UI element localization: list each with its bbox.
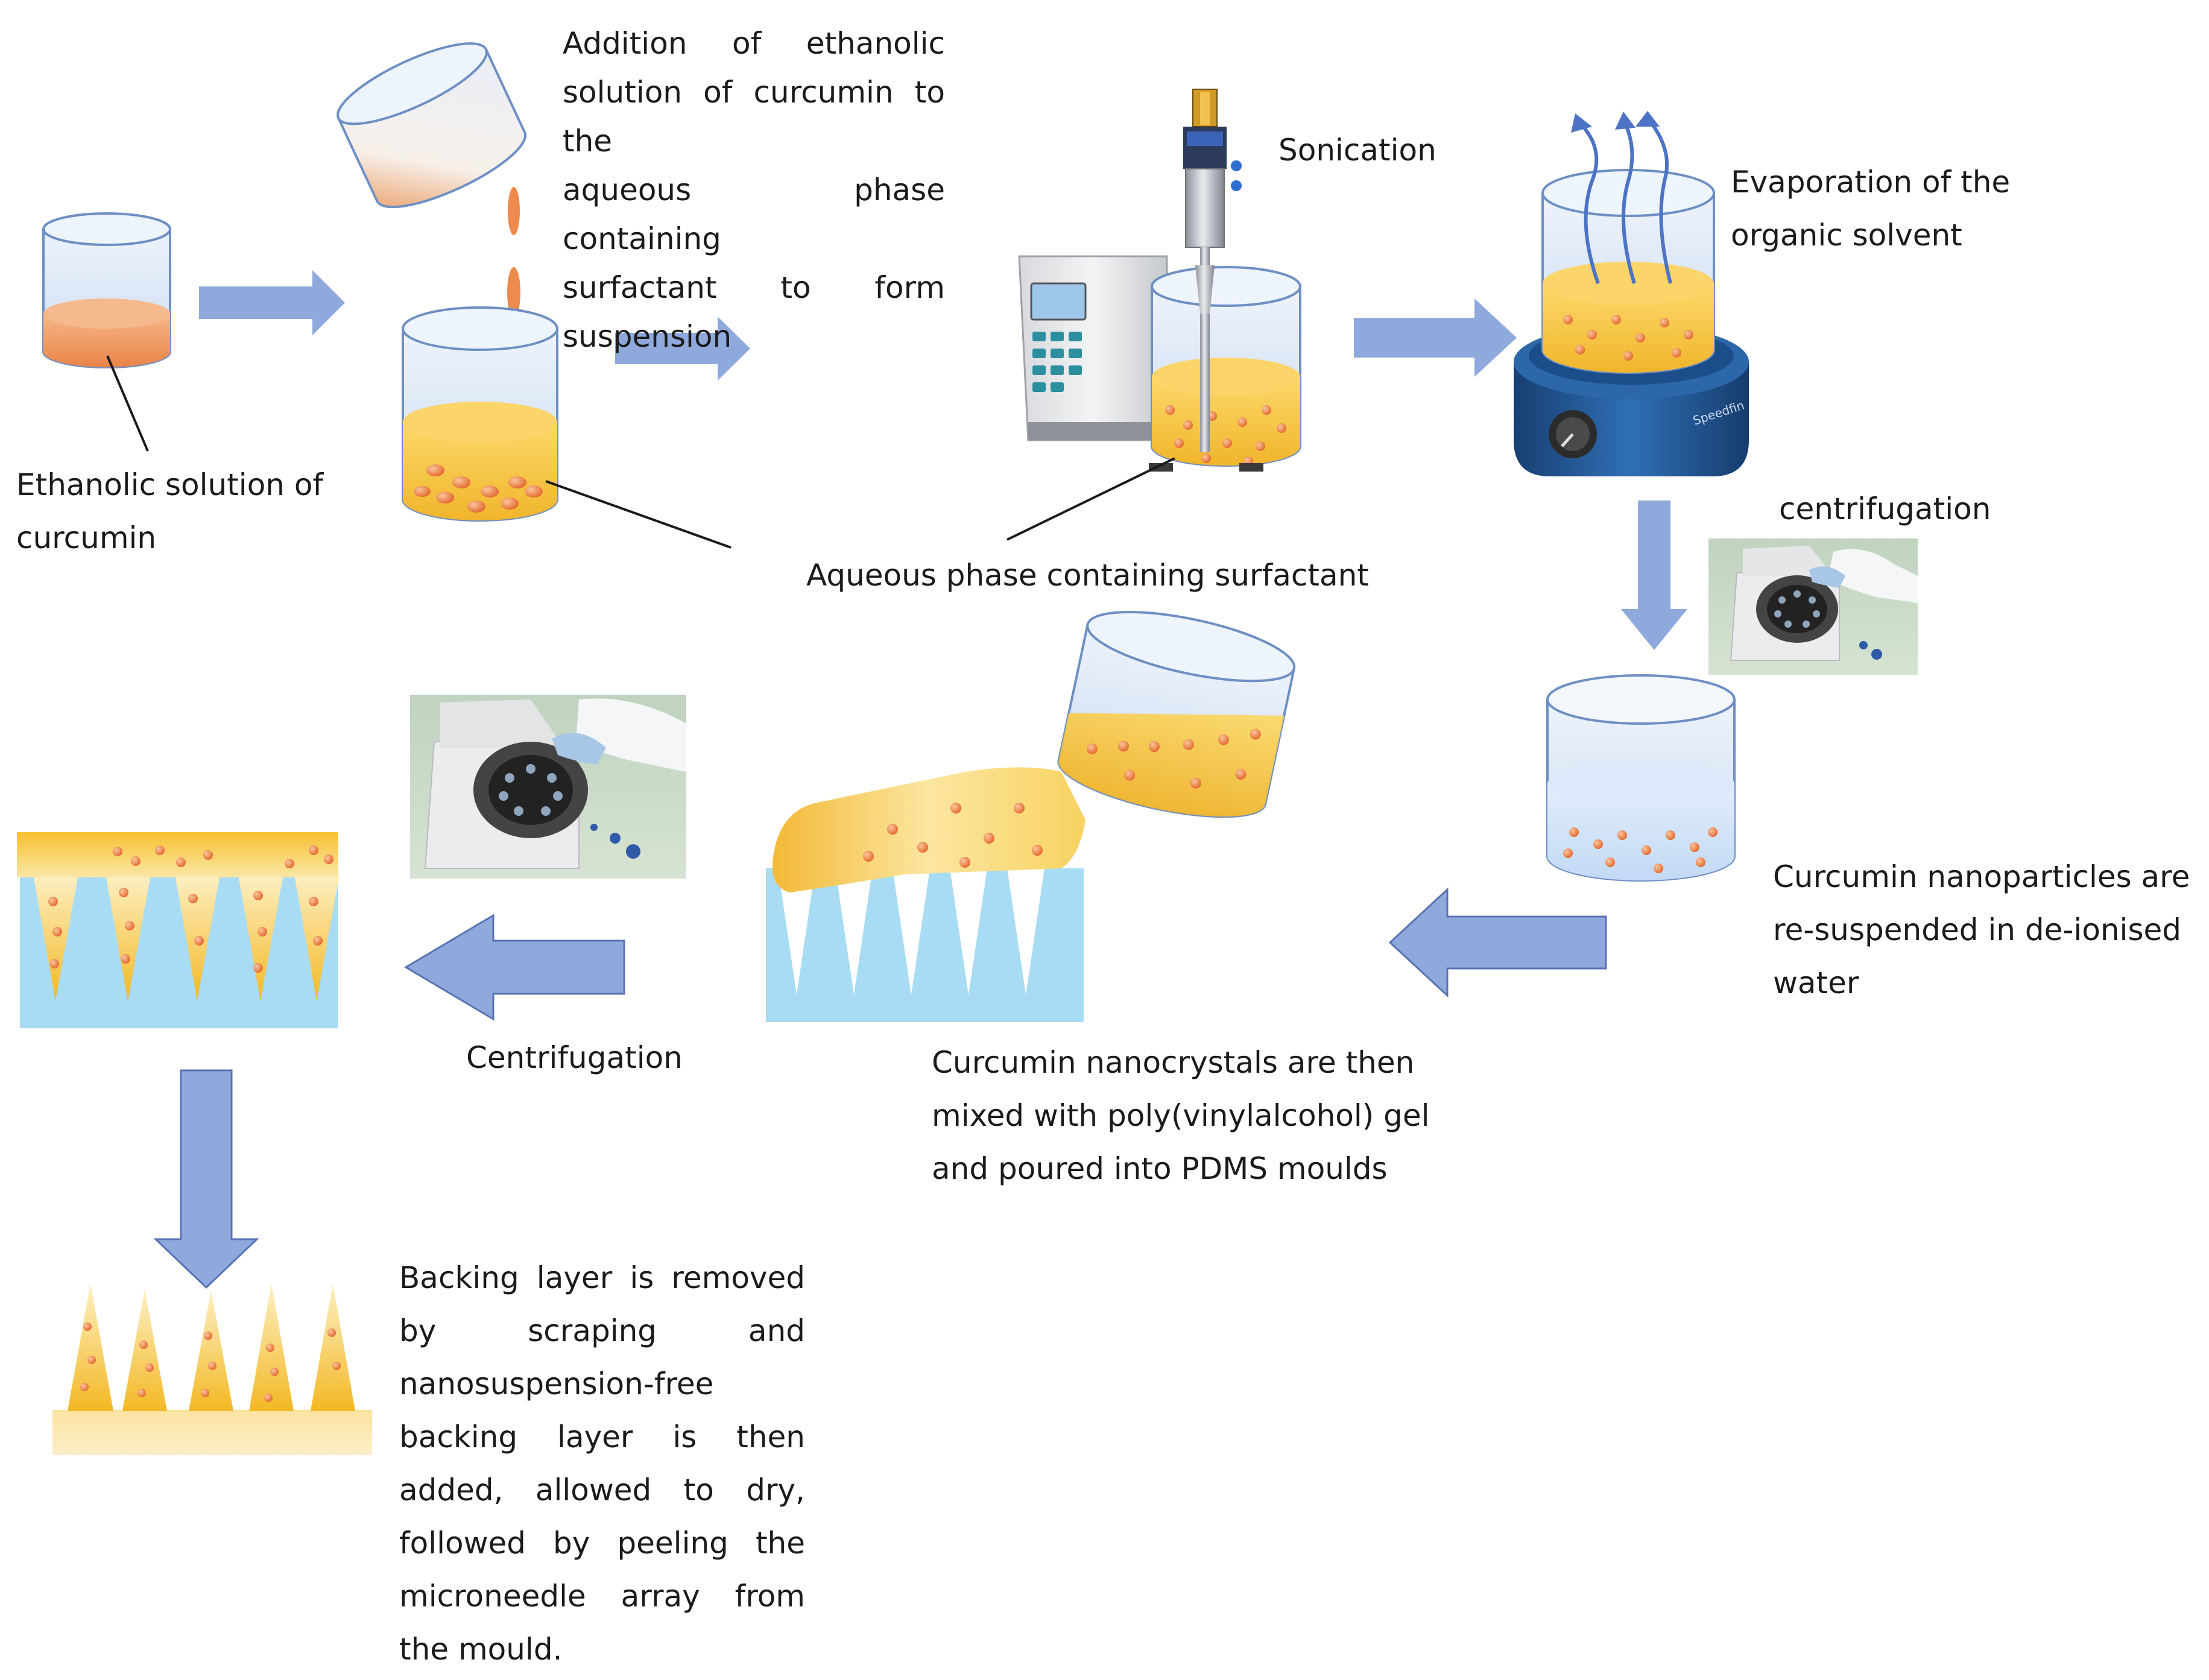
pouring-stream: [772, 767, 1086, 892]
label-line: surfactant to form: [563, 270, 945, 305]
centrifuge-photo-small: [1708, 538, 1918, 675]
arrow-step7: [153, 1069, 259, 1289]
label-line: microneedle array from: [399, 1579, 805, 1614]
label-centrifugation-small: centrifugation: [1779, 491, 1991, 526]
sonicator-device: [1018, 255, 1168, 441]
pointer-ethanol: [106, 355, 149, 452]
label-line: added, allowed to dry,: [399, 1473, 805, 1508]
microneedle-array: [52, 1283, 372, 1455]
label-aqueous-phase: Aqueous phase containing surfactant: [806, 558, 1369, 593]
label-line: curcumin: [16, 520, 157, 555]
label-line: aqueous phase containing: [563, 172, 945, 256]
label-line: the mould.: [399, 1632, 563, 1667]
evaporation-beaker: [1541, 169, 1715, 374]
arrow-step2: [615, 317, 750, 381]
label-resuspended: Curcumin nanoparticles are re-suspended …: [1773, 850, 2190, 1009]
sonicator-beaker: [1149, 266, 1301, 472]
tilted-pouring-beaker-2: [1057, 610, 1296, 818]
sonicator-probe: [1183, 89, 1242, 452]
centrifuge-photo-large: [410, 695, 686, 879]
label-line: Curcumin nanocrystals are then: [932, 1045, 1415, 1080]
pdms-mould: [766, 868, 1084, 1022]
label-centrifugation-large: Centrifugation: [466, 1040, 683, 1075]
label-sonication: Sonication: [1278, 133, 1436, 168]
label-line: mixed with poly(vinylalcohol) gel: [932, 1098, 1430, 1133]
ethanol-beaker: [42, 212, 171, 368]
arrow-step5: [1388, 887, 1607, 998]
label-line: followed by peeling the: [399, 1526, 805, 1561]
pointer-aqueous-right: [1007, 457, 1175, 541]
vapor-arrowheads: [1571, 111, 1660, 133]
label-line: Backing layer is removed: [399, 1260, 805, 1295]
label-line: Curcumin nanoparticles are: [1773, 859, 2190, 894]
label-line: by scraping and: [399, 1313, 805, 1348]
vapor-arrows: [1581, 119, 1672, 284]
label-line: Ethanolic solution of: [16, 467, 324, 502]
label-line: Addition of ethanolic: [563, 26, 945, 61]
arrow-step6: [404, 914, 625, 1021]
label-line: Evaporation of the: [1731, 165, 2011, 200]
label-backing: Backing layer is removed by scraping and…: [399, 1251, 805, 1676]
tilted-pouring-beaker: [337, 42, 527, 209]
filled-mould: [17, 832, 340, 1028]
arrow-step1: [199, 270, 345, 335]
label-addition: Addition of ethanolic solution of curcum…: [563, 19, 945, 361]
label-line: and poured into PDMS moulds: [932, 1151, 1388, 1186]
arrow-step3: [1354, 298, 1517, 377]
label-line: water: [1773, 965, 1859, 1000]
label-ethanolic-solution: Ethanolic solution of curcumin: [16, 458, 354, 564]
label-line: backing layer is then: [399, 1419, 805, 1454]
label-evaporation: Evaporation of the organic solvent: [1731, 156, 2010, 262]
aqueous-beaker: [402, 306, 558, 522]
label-line: suspension: [563, 319, 732, 354]
label-line: organic solvent: [1731, 218, 1962, 253]
label-line: re-suspended in de-ionised: [1773, 912, 2182, 947]
resuspension-beaker: [1546, 674, 1736, 882]
label-line: solution of curcumin to the: [563, 75, 945, 159]
label-nanocrystals: Curcumin nanocrystals are then mixed wit…: [932, 1036, 1430, 1195]
pointer-aqueous-left: [545, 480, 732, 549]
arrow-step4: [1621, 501, 1687, 650]
label-line: nanosuspension-free: [399, 1366, 714, 1401]
